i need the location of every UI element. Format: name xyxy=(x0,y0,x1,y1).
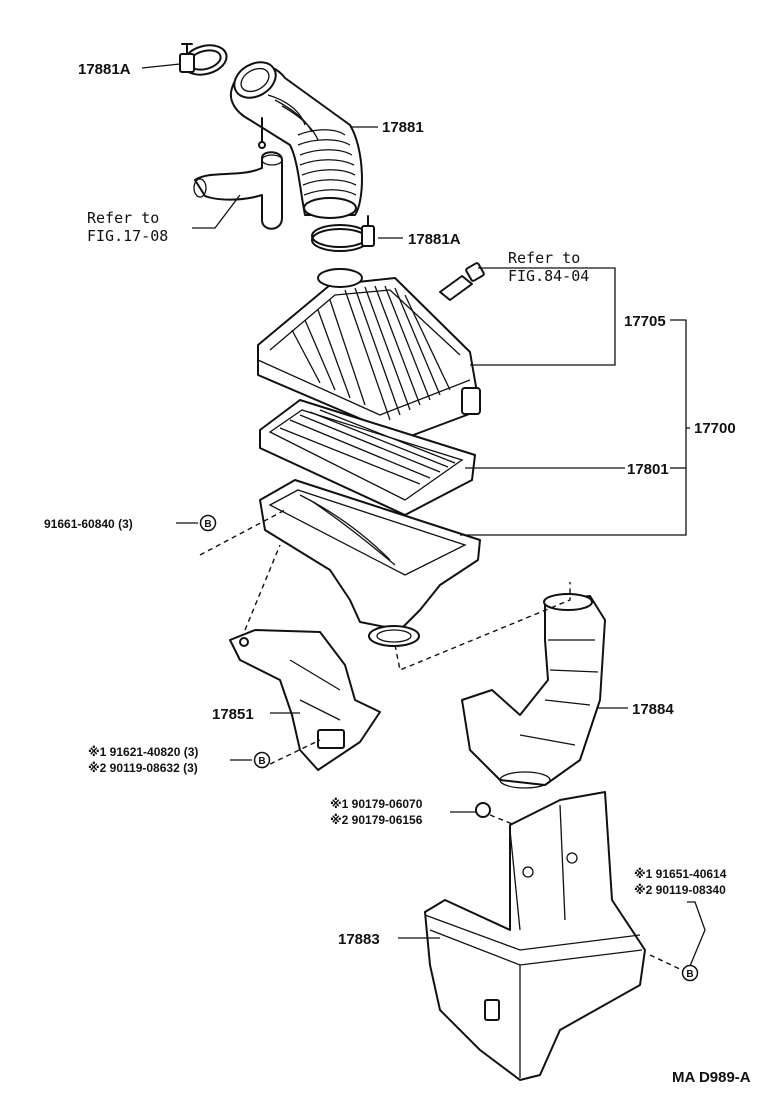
sensor-drawing[interactable] xyxy=(439,262,485,301)
label-90179-06156[interactable]: ※2 90179-06156 xyxy=(330,813,423,827)
resonator-drawing[interactable] xyxy=(424,791,646,1081)
label-91621-40820[interactable]: ※1 91621-40820 (3) xyxy=(88,745,198,759)
label-17884[interactable]: 17884 xyxy=(632,701,674,718)
small-hose-drawing[interactable] xyxy=(193,151,283,230)
refer-fig-17-08-line2[interactable]: FIG.17-08 xyxy=(87,227,168,245)
badge-b-2: B xyxy=(253,751,271,769)
label-17883[interactable]: 17883 xyxy=(338,931,380,948)
badge-b-1: B xyxy=(199,514,217,532)
hose-drawing[interactable] xyxy=(228,55,363,219)
label-90119-08632[interactable]: ※2 90119-08632 (3) xyxy=(88,761,198,775)
label-17881a-bottom[interactable]: 17881A xyxy=(408,231,461,248)
refer-fig-84-04-line2[interactable]: FIG.84-04 xyxy=(508,267,589,285)
svg-text:B: B xyxy=(258,756,265,767)
label-17801[interactable]: 17801 xyxy=(627,461,669,478)
grommet-drawing[interactable] xyxy=(475,802,491,818)
label-17851[interactable]: 17851 xyxy=(212,706,254,723)
label-17881[interactable]: 17881 xyxy=(382,119,424,136)
refer-fig-17-08-line1[interactable]: Refer to xyxy=(87,209,159,227)
intake-duct-drawing[interactable] xyxy=(461,593,606,789)
label-90119-08340[interactable]: ※2 90119-08340 xyxy=(634,883,726,897)
svg-text:B: B xyxy=(204,519,211,530)
figure-code: MA D989-A xyxy=(672,1069,751,1086)
label-91651-40614[interactable]: ※1 91651-40614 xyxy=(634,867,727,881)
svg-text:B: B xyxy=(686,969,693,980)
air-cleaner-cap-drawing[interactable] xyxy=(257,268,481,441)
label-17705[interactable]: 17705 xyxy=(624,313,666,330)
label-17700[interactable]: 17700 xyxy=(694,420,736,437)
filter-element-drawing[interactable] xyxy=(259,399,476,516)
clamp-bottom-drawing[interactable] xyxy=(311,215,375,252)
label-90179-06070[interactable]: ※1 90179-06070 xyxy=(330,797,423,811)
bracket-drawing[interactable] xyxy=(229,629,381,771)
label-91661-60840[interactable]: 91661-60840 (3) xyxy=(44,517,133,531)
air-cleaner-case-drawing[interactable] xyxy=(259,479,481,647)
badge-b-3: B xyxy=(681,964,699,982)
label-17881a-top[interactable]: 17881A xyxy=(78,61,131,78)
refer-fig-84-04-line1[interactable]: Refer to xyxy=(508,249,580,267)
clamp-top-drawing[interactable] xyxy=(179,41,230,79)
